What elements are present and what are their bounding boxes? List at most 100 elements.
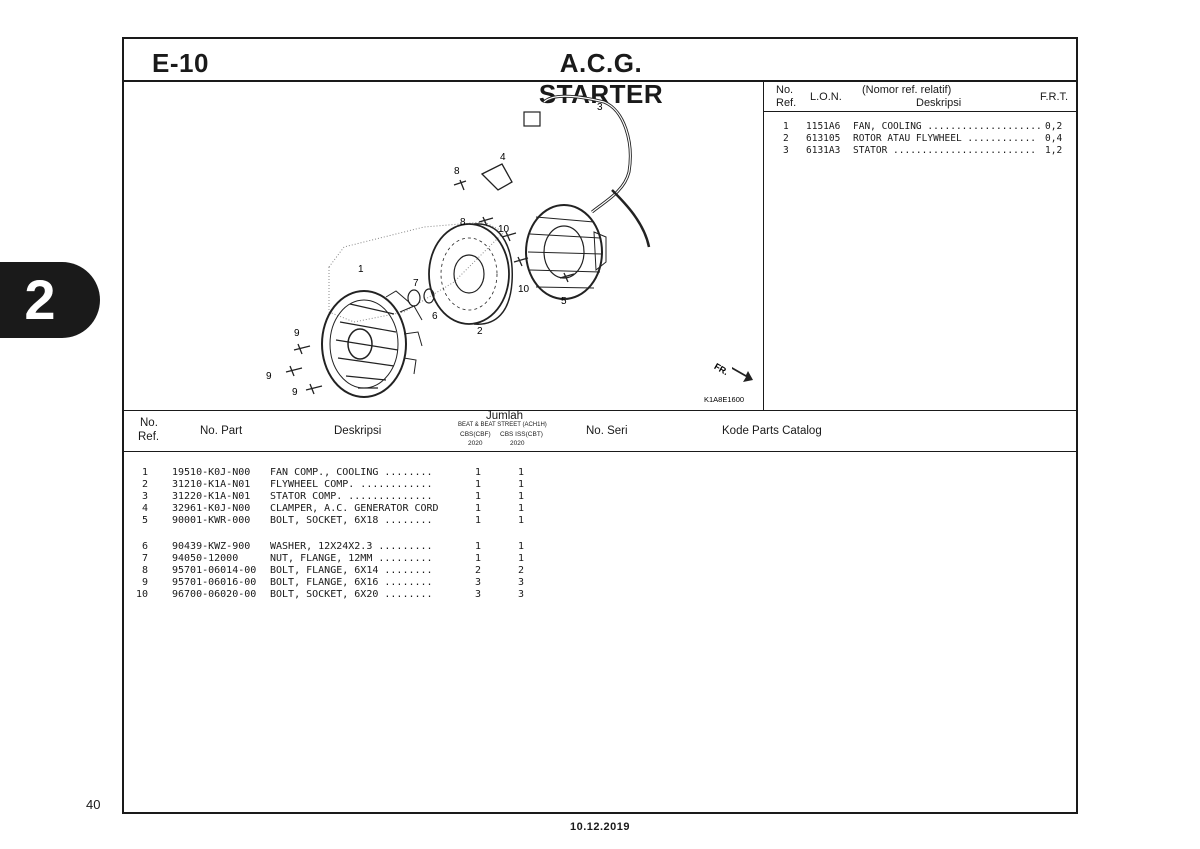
table-row: 2 31210-K1A-N01 FLYWHEEL COMP. .........… — [124, 479, 1076, 491]
parts-header-col2: CBS ISS(CBT) — [500, 431, 543, 438]
row-desc: NUT, FLANGE, 12MM ......... — [270, 553, 433, 564]
callout-9c: 9 — [292, 387, 298, 398]
row-part: 90439-KWZ-900 — [172, 541, 251, 552]
lon-header-lon: L.O.N. — [810, 91, 842, 103]
row-qty-1: 1 — [475, 515, 482, 526]
row-qty-1: 1 — [475, 491, 482, 502]
parts-header-kode: Kode Parts Catalog — [722, 425, 822, 437]
row-qty-2: 1 — [518, 515, 525, 526]
section-tab: 2 — [0, 262, 100, 338]
callout-9a: 9 — [294, 328, 300, 339]
lon-header-frt: F.R.T. — [1040, 91, 1069, 103]
parts-table-body: 1 19510-K0J-N00 FAN COMP., COOLING .....… — [124, 453, 1076, 814]
row-part: 94050-12000 — [172, 553, 239, 564]
connector-drawing — [523, 111, 541, 127]
row-qty-1: 1 — [475, 503, 482, 514]
parts-header-model: BEAT & BEAT STREET (ACH1H) — [458, 422, 547, 428]
row-desc: BOLT, SOCKET, 6X20 ........ — [270, 589, 433, 600]
stator-drawing — [525, 204, 607, 300]
nut-drawing — [407, 289, 421, 307]
table-row: 7 94050-12000 NUT, FLANGE, 12MM ........… — [124, 553, 1076, 565]
row-qty-1: 1 — [475, 479, 482, 490]
row-ref: 1 — [142, 467, 149, 478]
parts-header-jumlah: Jumlah — [486, 410, 524, 422]
lon-frt: 1,2 — [1045, 145, 1063, 156]
exploded-diagram: 1 2 3 4 5 6 7 8 8 9 9 9 10 10 FR. K1A8E1… — [124, 82, 764, 410]
bolts-drawing — [285, 179, 575, 395]
lon-ref: 3 — [783, 145, 789, 156]
lon-header-nomor: (Nomor ref. relatif) — [862, 84, 952, 96]
diagram-code: K1A8E1600 — [704, 395, 744, 404]
page-header: E-10 A.C.G. STARTER — [124, 39, 1076, 109]
row-desc: STATOR COMP. .............. — [270, 491, 433, 502]
table-row: 1 19510-K0J-N00 FAN COMP., COOLING .....… — [124, 467, 1076, 479]
callout-9b: 9 — [266, 371, 272, 382]
lon-header-no: No. — [776, 84, 794, 96]
row-desc: FAN COMP., COOLING ........ — [270, 467, 433, 478]
washer-drawing — [423, 288, 435, 304]
print-date: 10.12.2019 — [569, 821, 631, 833]
page-number: 40 — [86, 797, 101, 812]
lon-table: No. Ref. L.O.N. (Nomor ref. relatif) Des… — [764, 82, 1076, 410]
row-qty-2: 3 — [518, 577, 525, 588]
lon-frt: 0,4 — [1045, 133, 1063, 144]
lon-desc: FAN, COOLING .................... — [853, 121, 1042, 132]
row-desc: CLAMPER, A.C. GENERATOR CORD — [270, 503, 439, 514]
row-ref: 5 — [142, 515, 149, 526]
callout-10a: 10 — [498, 224, 510, 235]
table-row: 3 31220-K1A-N01 STATOR COMP. ...........… — [124, 491, 1076, 503]
row-part: 95701-06016-00 — [172, 577, 257, 588]
flywheel-drawing — [428, 223, 513, 325]
row-qty-1: 1 — [475, 553, 482, 564]
table-row: 4 32961-K0J-N00 CLAMPER, A.C. GENERATOR … — [124, 503, 1076, 515]
catalog-page-frame: E-10 A.C.G. STARTER — [122, 37, 1078, 814]
parts-header-seri: No. Seri — [586, 425, 628, 437]
row-ref: 4 — [142, 503, 149, 514]
row-qty-2: 1 — [518, 541, 525, 552]
lon-row: 1 1151A6 FAN, COOLING ..................… — [764, 121, 1076, 133]
callout-8a: 8 — [454, 166, 460, 177]
callout-4: 4 — [500, 152, 506, 163]
callout-8b: 8 — [460, 217, 466, 228]
row-desc: WASHER, 12X24X2.3 ......... — [270, 541, 433, 552]
clamper-drawing — [480, 163, 513, 191]
row-part: 32961-K0J-N00 — [172, 503, 251, 514]
table-row: 6 90439-KWZ-900 WASHER, 12X24X2.3 ......… — [124, 541, 1076, 553]
row-part: 96700-06020-00 — [172, 589, 257, 600]
lon-table-header: No. Ref. L.O.N. (Nomor ref. relatif) Des… — [764, 82, 1076, 112]
parts-header-ref: Ref. — [138, 431, 160, 443]
page-title: A.C.G. STARTER — [538, 48, 664, 109]
parts-header-col1: CBS(CBF) — [460, 431, 491, 438]
row-ref: 8 — [142, 565, 149, 576]
row-qty-2: 1 — [518, 491, 525, 502]
table-row: 10 96700-06020-00 BOLT, SOCKET, 6X20 ...… — [124, 589, 1076, 601]
row-desc: BOLT, FLANGE, 6X14 ........ — [270, 565, 433, 576]
row-qty-2: 3 — [518, 589, 525, 600]
lon-code: 6131A3 — [806, 145, 841, 156]
callout-6: 6 — [432, 311, 438, 322]
lon-code: 613105 — [806, 133, 841, 144]
callout-7: 7 — [413, 278, 419, 289]
lon-row: 2 613105 ROTOR ATAU FLYWHEEL ...........… — [764, 133, 1076, 145]
lon-header-ref: Ref. — [776, 97, 797, 109]
row-qty-1: 1 — [475, 541, 482, 552]
direction-arrow-icon — [732, 367, 753, 382]
lon-header-deskripsi: Deskripsi — [916, 97, 962, 109]
parts-table-header: No. Ref. No. Part Deskripsi Jumlah BEAT … — [124, 410, 1076, 452]
table-row: 8 95701-06014-00 BOLT, FLANGE, 6X14 ....… — [124, 565, 1076, 577]
parts-header-year2: 2020 — [510, 440, 525, 447]
row-part: 95701-06014-00 — [172, 565, 257, 576]
row-part: 90001-KWR-000 — [172, 515, 251, 526]
row-qty-2: 2 — [518, 565, 525, 576]
row-part: 19510-K0J-N00 — [172, 467, 251, 478]
callout-2: 2 — [477, 326, 483, 337]
parts-header-deskripsi: Deskripsi — [334, 425, 382, 437]
row-ref: 2 — [142, 479, 149, 490]
lon-desc: STATOR ......................... — [853, 145, 1037, 156]
dotted-assembly-outline — [328, 221, 505, 323]
row-qty-1: 1 — [475, 467, 482, 478]
lon-ref: 1 — [783, 121, 789, 132]
callout-1: 1 — [358, 264, 364, 275]
row-qty-1: 3 — [475, 589, 482, 600]
lon-frt: 0,2 — [1045, 121, 1063, 132]
